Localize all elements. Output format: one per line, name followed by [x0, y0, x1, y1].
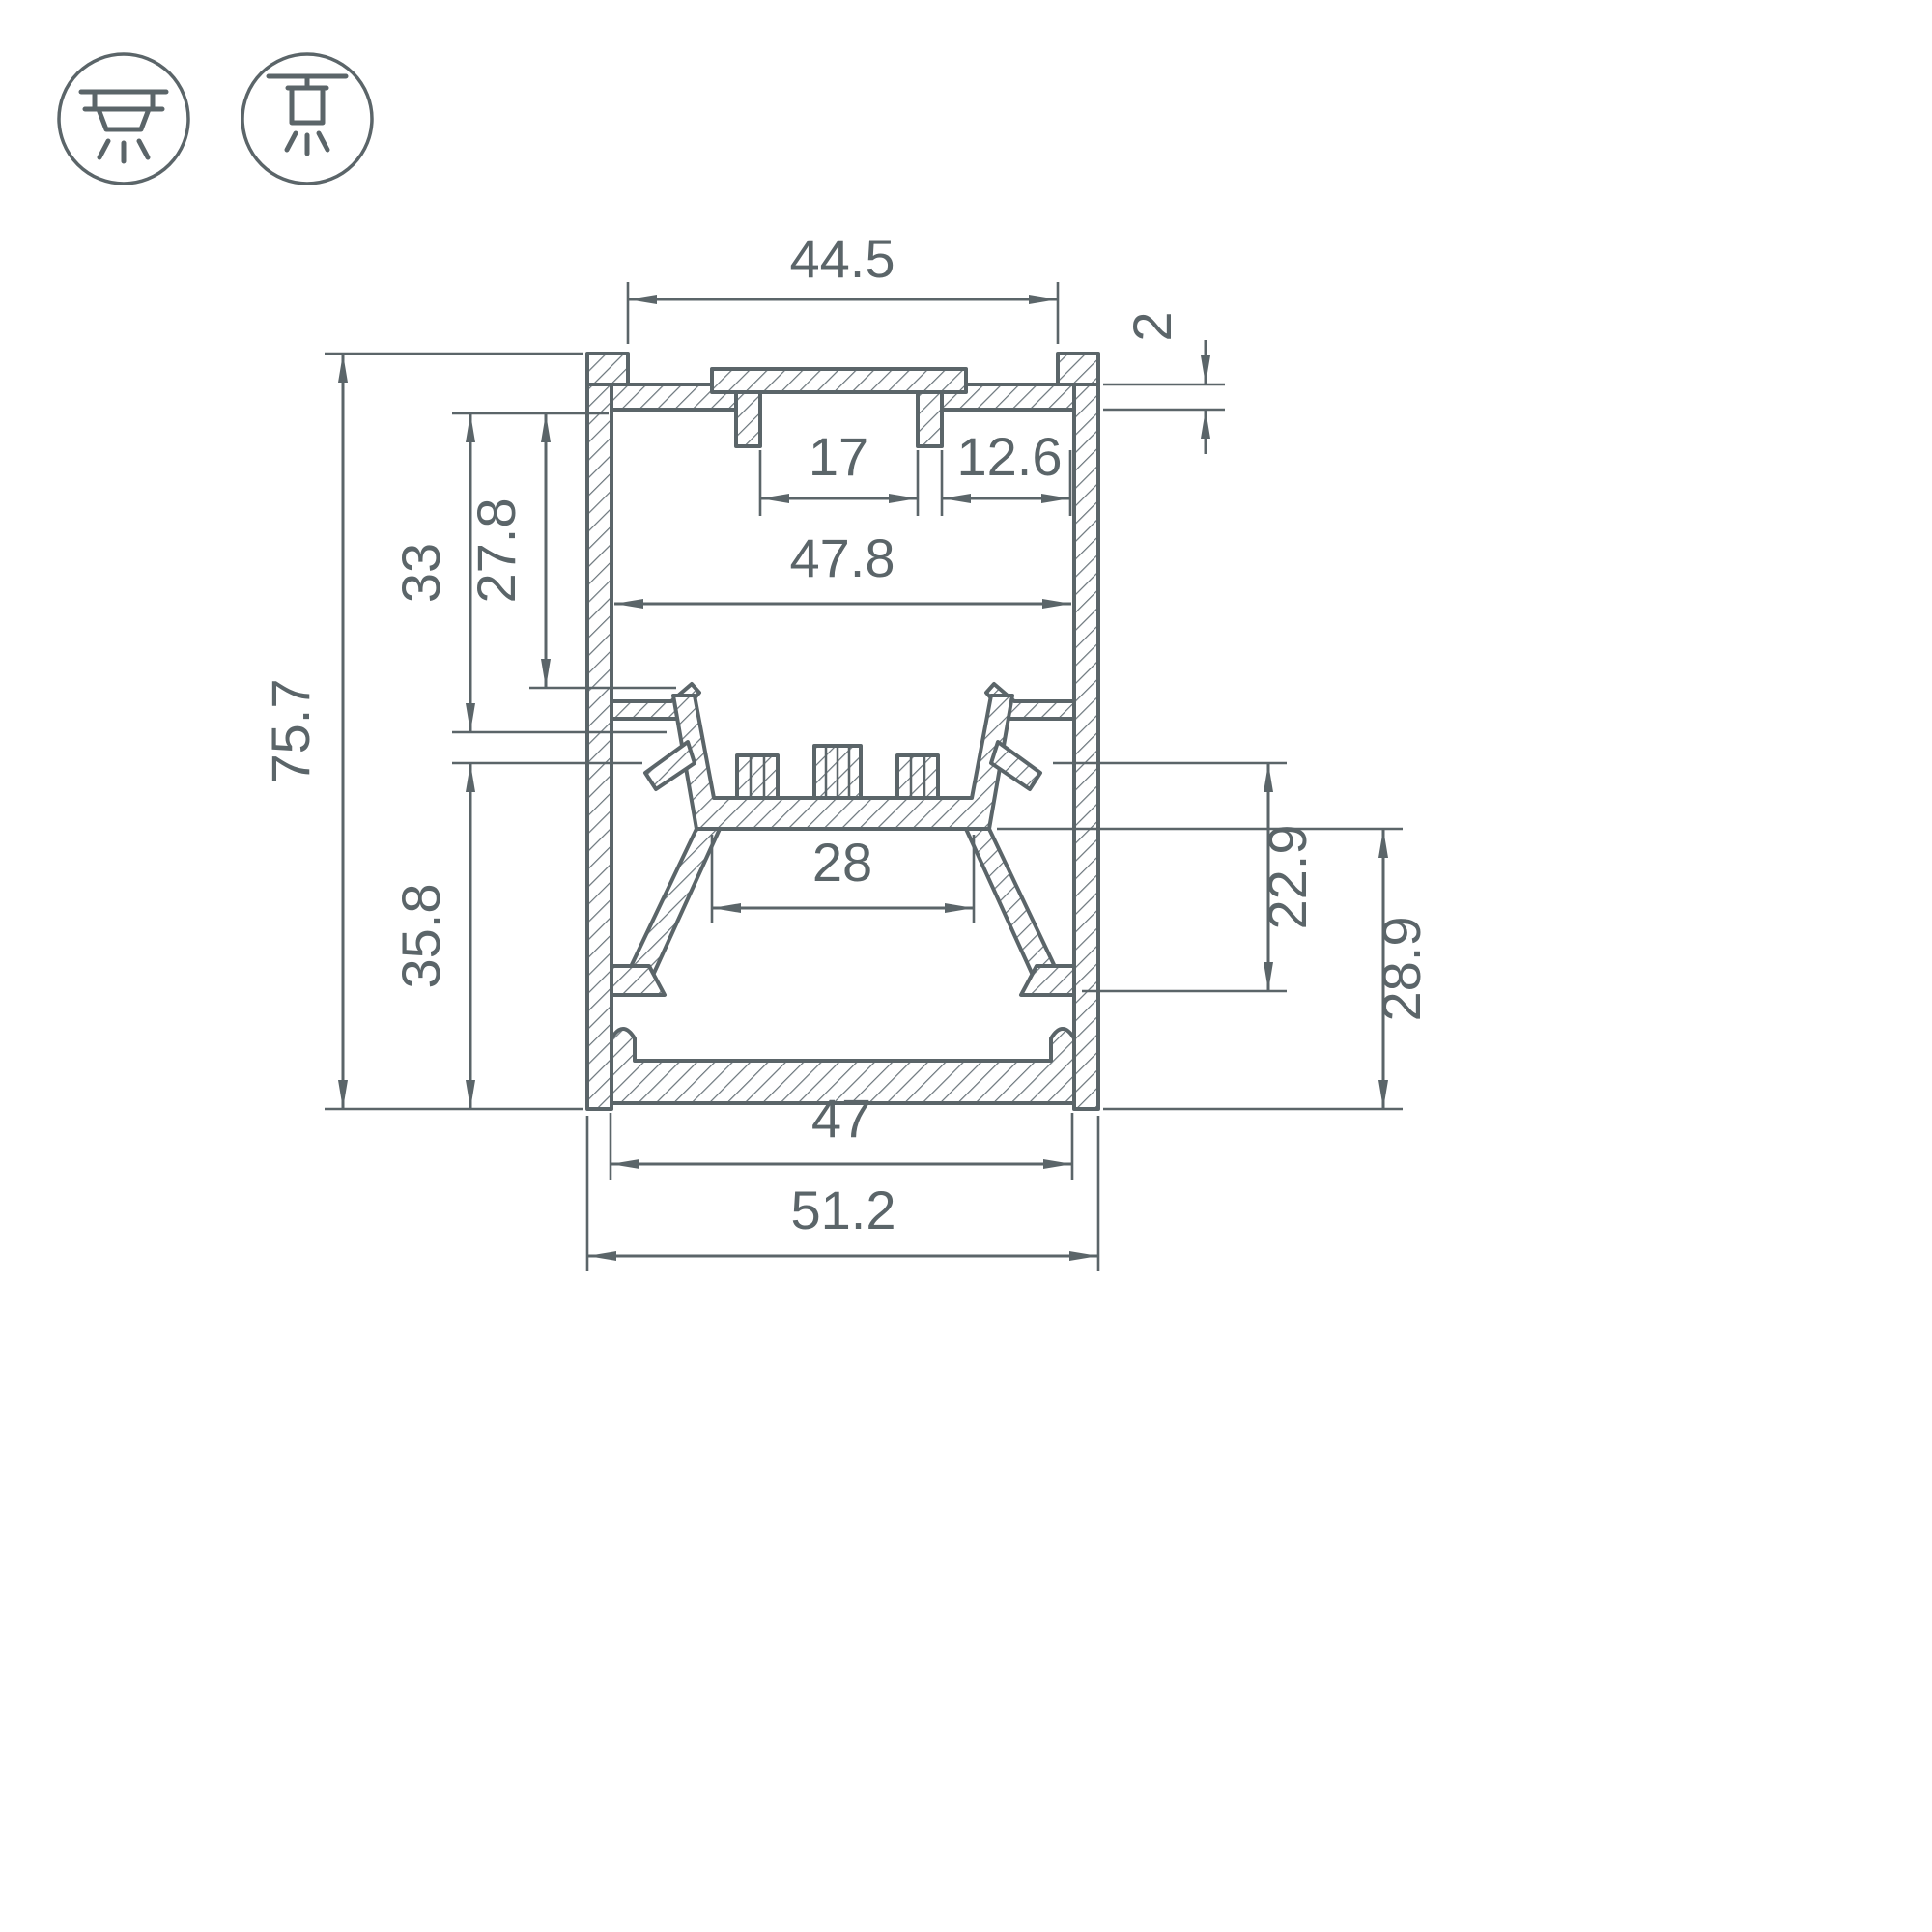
dim-lower-depth: 35.8 — [390, 761, 642, 1109]
dim-label-snap-depth: 22.9 — [1257, 825, 1318, 930]
recessed-mount-icon — [57, 52, 190, 185]
dim-center-slot: 17 — [758, 426, 920, 516]
dim-snap-depth: 22.9 — [1053, 761, 1318, 993]
left-strut — [626, 827, 722, 983]
extension-lines — [609, 1113, 1074, 1180]
icon-circle — [57, 52, 190, 185]
dim-label-side-slot: 12.6 — [957, 426, 1063, 487]
dim-label-lower-depth: 35.8 — [390, 884, 451, 989]
profile-cross-section — [585, 352, 1100, 1111]
led-tray — [671, 694, 1014, 831]
dim-overall-height: 75.7 — [260, 352, 583, 1111]
top-cover — [710, 367, 968, 394]
top-left-lip — [585, 352, 630, 388]
extension-lines — [940, 450, 1072, 516]
tooth-block-left — [735, 753, 780, 800]
dim-side-slot: 12.6 — [940, 426, 1072, 516]
light-rays — [284, 130, 330, 156]
light-rays — [97, 138, 151, 164]
dim-label-inner-width: 47.8 — [790, 527, 895, 588]
dim-flange-thickness: 2 — [1103, 311, 1225, 454]
recessed-profile-glyph — [82, 89, 165, 132]
mounting-icons — [57, 52, 374, 185]
extension-lines — [758, 450, 920, 516]
dim-label-overall-height: 75.7 — [260, 679, 321, 784]
left-wall — [585, 383, 613, 1111]
extension-lines — [1053, 761, 1287, 993]
dim-label-upper-inner-depth: 27.8 — [466, 498, 526, 604]
channel-leg-right — [916, 390, 944, 448]
dim-upper-inner-depth: 27.8 — [452, 412, 676, 690]
dim-lower-cavity-depth: 28.9 — [997, 827, 1432, 1111]
left-tray-barb — [643, 740, 696, 791]
extension-lines — [452, 412, 676, 690]
dim-label-lower-cavity-depth: 28.9 — [1371, 917, 1432, 1022]
dim-inner-width: 47.8 — [614, 527, 1071, 609]
extension-lines — [585, 1116, 1100, 1271]
dim-label-top-opening: 44.5 — [790, 228, 895, 289]
teeth-serrations — [749, 744, 926, 800]
channel-leg-left — [734, 390, 762, 448]
dim-label-overall-width: 51.2 — [791, 1179, 896, 1240]
dim-tray-width: 28 — [710, 832, 976, 923]
top-right-lip — [1056, 352, 1100, 388]
left-ledge — [610, 964, 667, 997]
extension-lines — [1103, 383, 1225, 412]
dim-upper-depth: 33 — [390, 413, 667, 734]
dim-label-center-slot: 17 — [809, 426, 868, 487]
dim-bottom-opening: 47 — [609, 1088, 1074, 1180]
dim-label-flange-thickness: 2 — [1122, 311, 1182, 341]
right-wall — [1072, 383, 1100, 1111]
dim-top-opening: 44.5 — [626, 228, 1060, 344]
right-ledge — [1019, 964, 1076, 997]
extension-lines — [325, 352, 583, 1111]
icon-circle — [241, 52, 374, 185]
tooth-block-right — [895, 753, 940, 800]
right-tray-barb — [989, 740, 1042, 791]
dim-label-tray-width: 28 — [812, 832, 872, 893]
dim-label-bottom-opening: 47 — [811, 1088, 871, 1149]
pendant-box-glyph — [289, 85, 326, 126]
pendant-mount-icon — [241, 52, 374, 185]
dimensions: 44.5 2 17 12.6 47.8 27.8 — [260, 228, 1432, 1271]
dim-overall-width: 51.2 — [585, 1116, 1100, 1271]
extension-lines — [997, 827, 1403, 1111]
dim-label-upper-depth: 33 — [390, 543, 451, 603]
extension-lines — [626, 282, 1060, 344]
bottom-plate — [610, 1027, 1076, 1105]
right-strut — [964, 827, 1060, 983]
